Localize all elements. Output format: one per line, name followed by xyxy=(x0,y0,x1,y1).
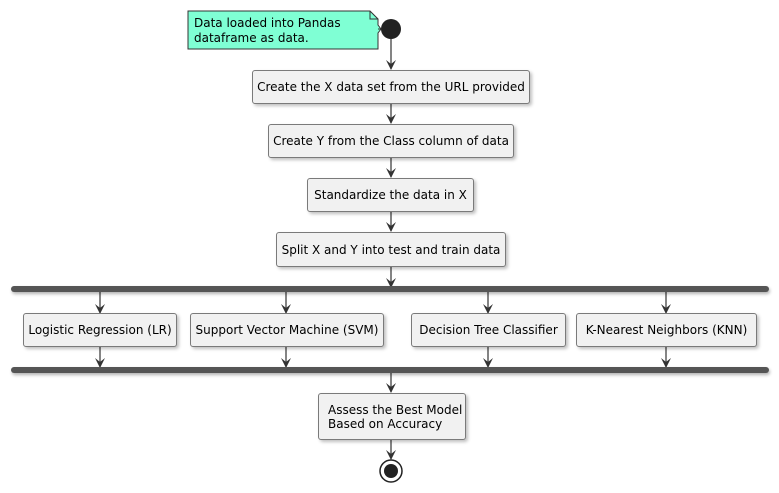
step-create-y: Create Y from the Class column of data xyxy=(268,124,514,158)
step-split: Split X and Y into test and train data xyxy=(276,232,506,267)
step-assess-best-model: Assess the Best Model Based on Accuracy xyxy=(318,393,466,440)
step-standardize: Standardize the data in X xyxy=(307,178,474,212)
data-loaded-note: Data loaded into Pandas dataframe as dat… xyxy=(194,16,341,45)
step-create-x: Create the X data set from the URL provi… xyxy=(252,70,530,104)
start-node xyxy=(381,19,401,39)
fork-bar xyxy=(11,286,769,292)
end-node-inner xyxy=(384,464,398,478)
join-bar xyxy=(11,367,769,373)
model-logistic-regression: Logistic Regression (LR) xyxy=(23,313,177,347)
model-decision-tree: Decision Tree Classifier xyxy=(411,313,566,347)
model-svm: Support Vector Machine (SVM) xyxy=(190,313,384,347)
model-knn: K-Nearest Neighbors (KNN) xyxy=(576,313,757,347)
